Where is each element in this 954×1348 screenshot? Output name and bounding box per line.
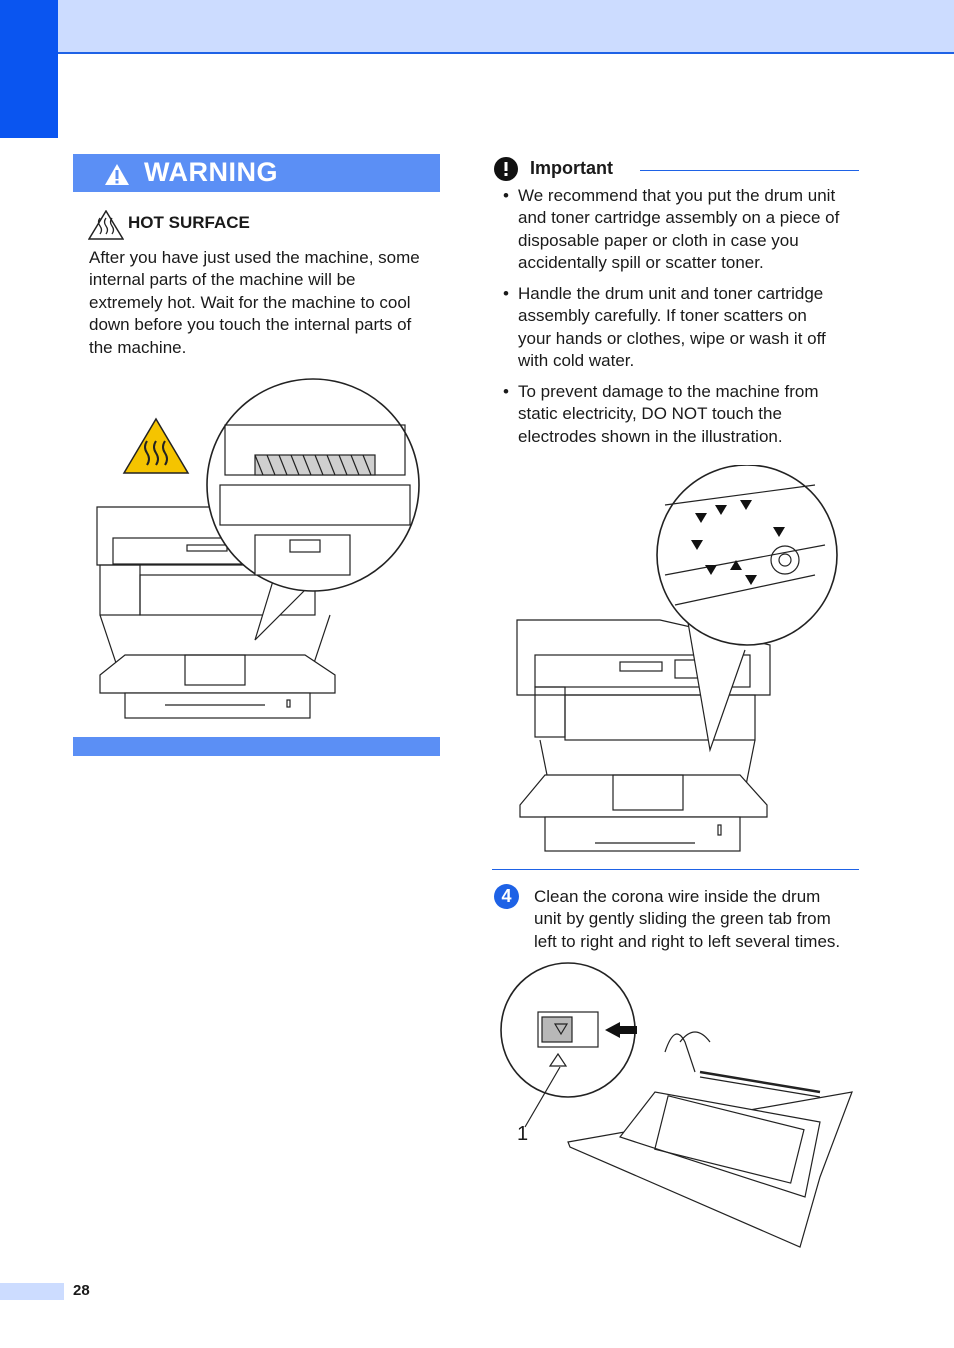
warning-triangle-icon — [105, 164, 129, 185]
bullet-line: electrodes shown in the illustration. — [518, 426, 783, 446]
callout-label: 1 — [517, 1123, 529, 1145]
warning-text-line: After you have just used the machine, so… — [89, 248, 420, 267]
important-bullet-1: We recommend that you put the drum unit … — [518, 185, 863, 275]
warning-text: After you have just used the machine, so… — [89, 247, 444, 359]
hot-surface-title: HOT SURFACE — [128, 213, 250, 232]
header-band — [58, 0, 954, 54]
bullet-line: and toner cartridge assembly on a piece … — [518, 208, 840, 228]
bullet-line: your hands or clothes, wipe or wash it o… — [518, 328, 826, 348]
step-number-badge: 4 — [494, 884, 519, 909]
machine-hot-illustration — [96, 378, 420, 719]
warning-text-line: internal parts of the machine will be — [89, 270, 356, 290]
bullet-line: To prevent damage to the machine from — [518, 382, 819, 401]
important-rule — [640, 170, 859, 171]
bullet-line: static electricity, DO NOT touch the — [518, 404, 782, 424]
step-line: left to right and right to left several … — [534, 931, 841, 951]
bullet-marker: • — [503, 382, 509, 401]
hot-surface-icon — [88, 210, 124, 240]
machine-electrodes-illustration — [516, 465, 838, 852]
important-bullet-3: To prevent damage to the machine from st… — [518, 381, 863, 448]
important-icon — [494, 157, 518, 181]
step-instruction: Clean the corona wire inside the drum un… — [534, 886, 864, 953]
bullet-line: disposable paper or cloth in case you — [518, 230, 799, 250]
step-line: unit by gently sliding the green tab fro… — [534, 909, 831, 929]
warning-banner — [73, 154, 440, 192]
warning-footer-bar — [73, 737, 440, 756]
section-divider — [492, 869, 859, 870]
warning-text-line: extremely hot. Wait for the machine to c… — [89, 292, 411, 312]
bullet-line: assembly carefully. If toner scatters on — [518, 306, 807, 326]
page-number-tab — [0, 1283, 64, 1300]
important-bullet-2: Handle the drum unit and toner cartridge… — [518, 283, 863, 373]
warning-title: WARNING — [144, 157, 278, 187]
bullet-line: We recommend that you put the drum unit — [518, 186, 836, 205]
step-line: Clean the corona wire inside the drum — [534, 887, 821, 906]
bullet-line: Handle the drum unit and toner cartridge — [518, 284, 824, 303]
bullet-line: accidentally spill or scatter toner. — [518, 253, 764, 273]
warning-text-line: the machine. — [89, 337, 187, 357]
page-number: 28 — [73, 1282, 90, 1299]
drum-unit-illustration — [500, 962, 853, 1248]
bullet-marker: • — [503, 186, 509, 205]
warning-text-line: down before you touch the internal parts… — [89, 315, 412, 335]
chapter-tab — [0, 0, 58, 138]
bullet-line: with cold water. — [518, 351, 635, 371]
bullet-marker: • — [503, 284, 509, 303]
important-title: Important — [530, 158, 613, 178]
